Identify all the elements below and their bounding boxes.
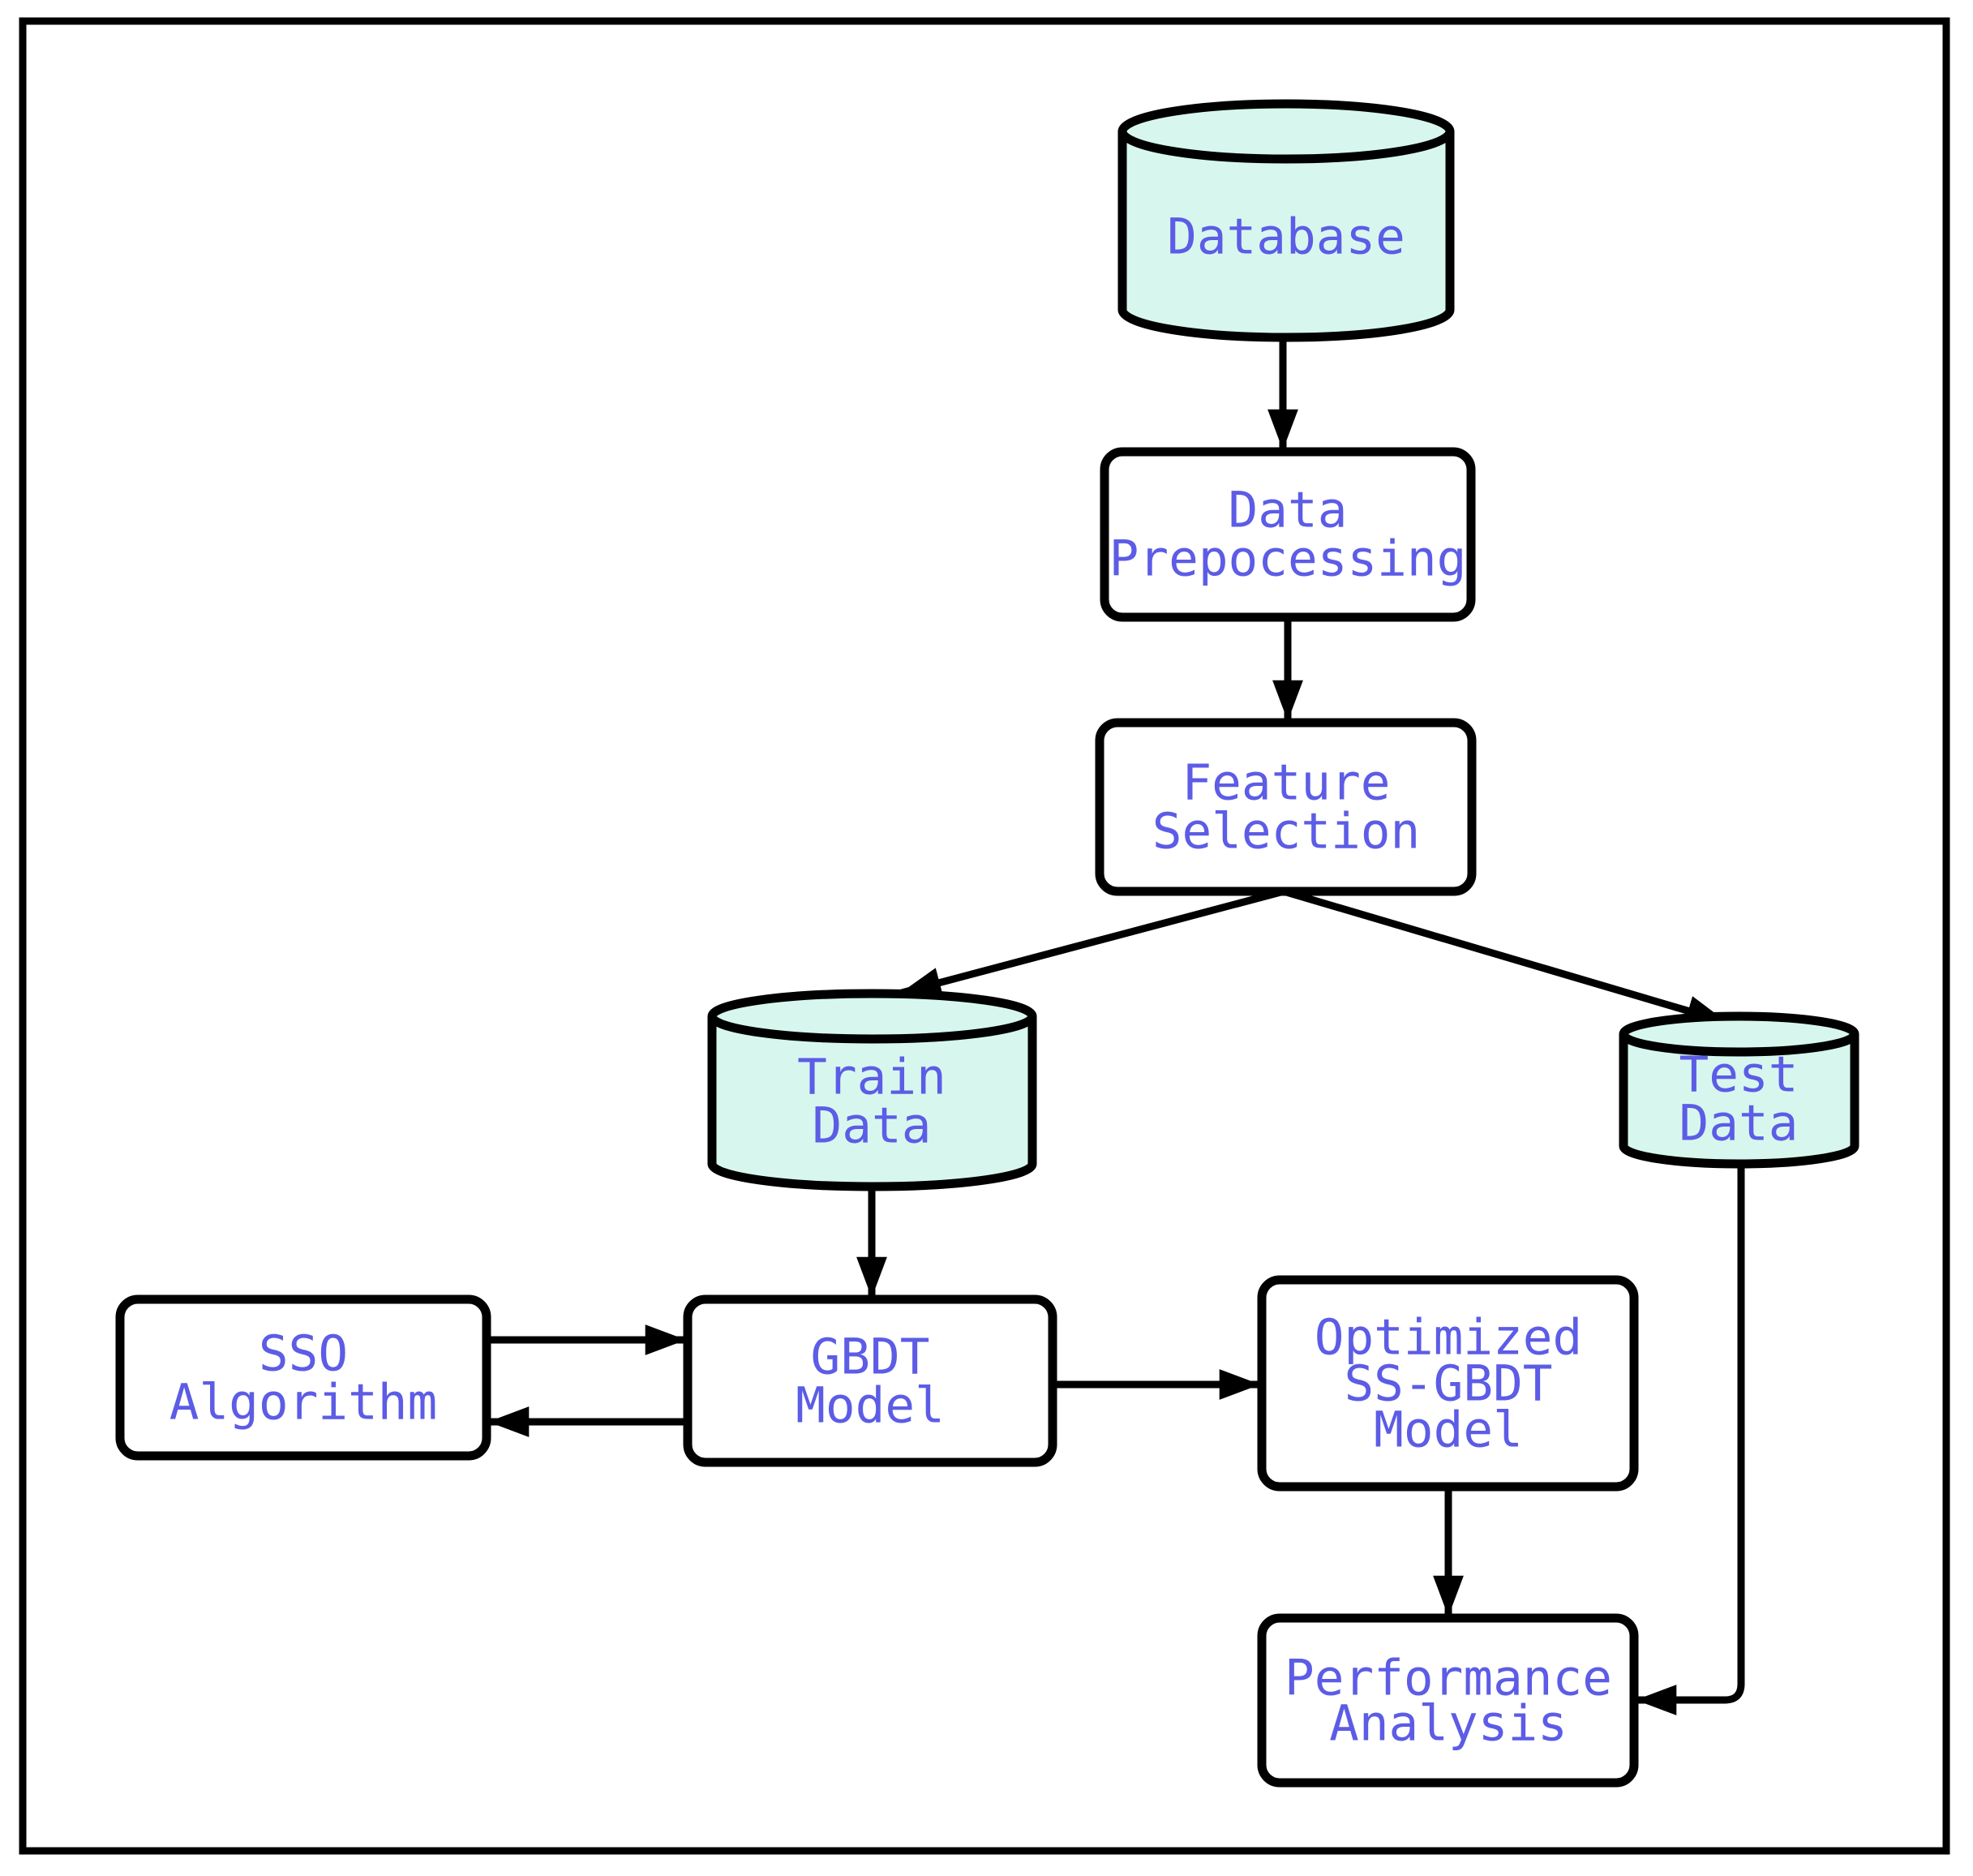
edge-test-data-to-performance-analysis (1635, 1164, 1745, 1715)
feature-selection-label-line1: Feature (1182, 754, 1390, 812)
performance-analysis-label-line2: Analysis (1329, 1695, 1568, 1753)
feature-selection-label-line2: Selection (1152, 803, 1421, 861)
performance-analysis-box (1257, 1613, 1639, 1788)
edge-feature-selection-to-test-data (1282, 887, 1728, 1026)
test-data-cylinder-top (1619, 1011, 1859, 1057)
outer-frame (19, 17, 1950, 1855)
test-data-cylinder-shape (1619, 1034, 1859, 1169)
node-train-data: Train Data (707, 989, 1037, 1191)
optimized-model-label-line2: SS-GBDT (1344, 1355, 1552, 1413)
gbdt-model-box (683, 1294, 1057, 1467)
data-prepocessing-label-line2: Prepocessing (1109, 530, 1467, 588)
edge-feature-selection-to-train-data (899, 887, 1285, 998)
node-performance-analysis: Performance Analysis (1257, 1613, 1639, 1788)
node-database: Database (1117, 99, 1455, 342)
test-data-label-line2: Data (1679, 1095, 1799, 1153)
data-prepocessing-box (1100, 447, 1476, 622)
node-feature-selection: Feature Selection (1095, 718, 1477, 896)
train-data-cylinder-shape (707, 1016, 1037, 1191)
optimized-ss-gbdt-model-box (1257, 1275, 1639, 1492)
edges (487, 337, 1745, 1715)
feature-selection-box (1095, 718, 1477, 896)
train-data-label-line1: Train (797, 1049, 946, 1106)
gbdt-model-label-line1: GBDT (811, 1329, 930, 1386)
node-data-prepocessing: Data Prepocessing (1100, 447, 1476, 622)
database-cylinder-top (1117, 99, 1455, 164)
performance-analysis-label-line1: Performance (1285, 1650, 1612, 1707)
optimized-model-label-line3: Model (1374, 1402, 1523, 1459)
train-data-label-line2: Data (813, 1097, 932, 1155)
node-test-data: Test Data (1619, 1011, 1859, 1169)
node-gbdt-model: GBDT Model (683, 1294, 1057, 1467)
database-label: Database (1167, 208, 1405, 266)
optimized-model-label-line1: Optimized (1315, 1309, 1583, 1367)
node-sso-algorithm: SSO Algorithm (115, 1294, 491, 1461)
database-cylinder-shape (1117, 131, 1455, 342)
data-prepocessing-label-line1: Data (1229, 482, 1348, 539)
gbdt-model-label-line2: Model (796, 1377, 945, 1435)
node-optimized-ss-gbdt-model: Optimized SS-GBDT Model (1257, 1275, 1639, 1492)
sso-algorithm-label-line2: Algorithm (169, 1374, 438, 1432)
train-data-cylinder-top (707, 989, 1037, 1044)
sso-algorithm-label-line1: SSO (259, 1325, 348, 1383)
test-data-label-line1: Test (1679, 1046, 1799, 1104)
sso-algorithm-box (115, 1294, 491, 1461)
